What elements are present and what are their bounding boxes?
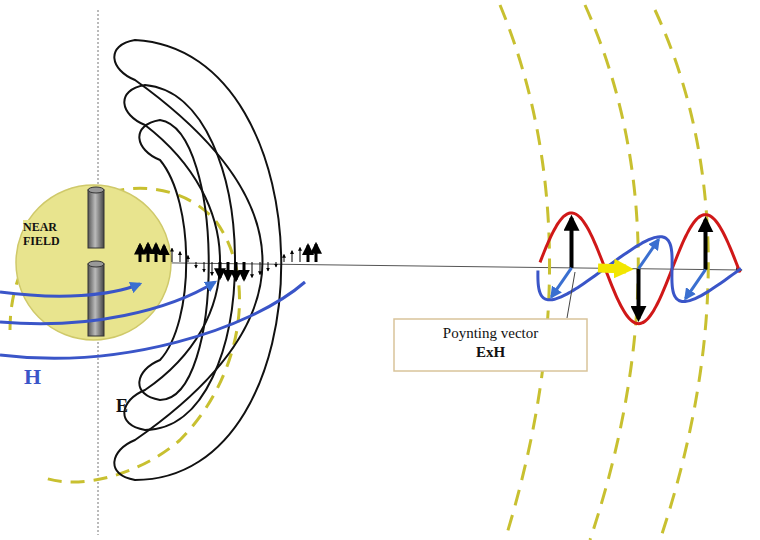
h-field-label: H — [24, 364, 41, 390]
h-wave — [538, 237, 741, 302]
poynting-arrow — [598, 268, 626, 269]
dipole-antenna — [88, 187, 104, 336]
leader-line — [567, 272, 575, 318]
callout-title: Poynting vector — [403, 324, 578, 343]
e-field-label: E — [116, 396, 128, 417]
near-field-region: NEAR FIELD — [15, 184, 172, 341]
callout-formula: ExH — [403, 343, 578, 362]
callout-box: Poynting vectorExH — [393, 318, 588, 372]
h-field-lines — [0, 282, 305, 358]
wavefronts — [500, 5, 708, 540]
propagation-axis — [98, 262, 742, 270]
wave-vectors — [552, 218, 706, 319]
e-field-arrows — [140, 244, 316, 280]
region-label: NEAR FIELD — [23, 220, 75, 248]
e-wave — [540, 213, 740, 324]
region-circle — [15, 184, 172, 341]
